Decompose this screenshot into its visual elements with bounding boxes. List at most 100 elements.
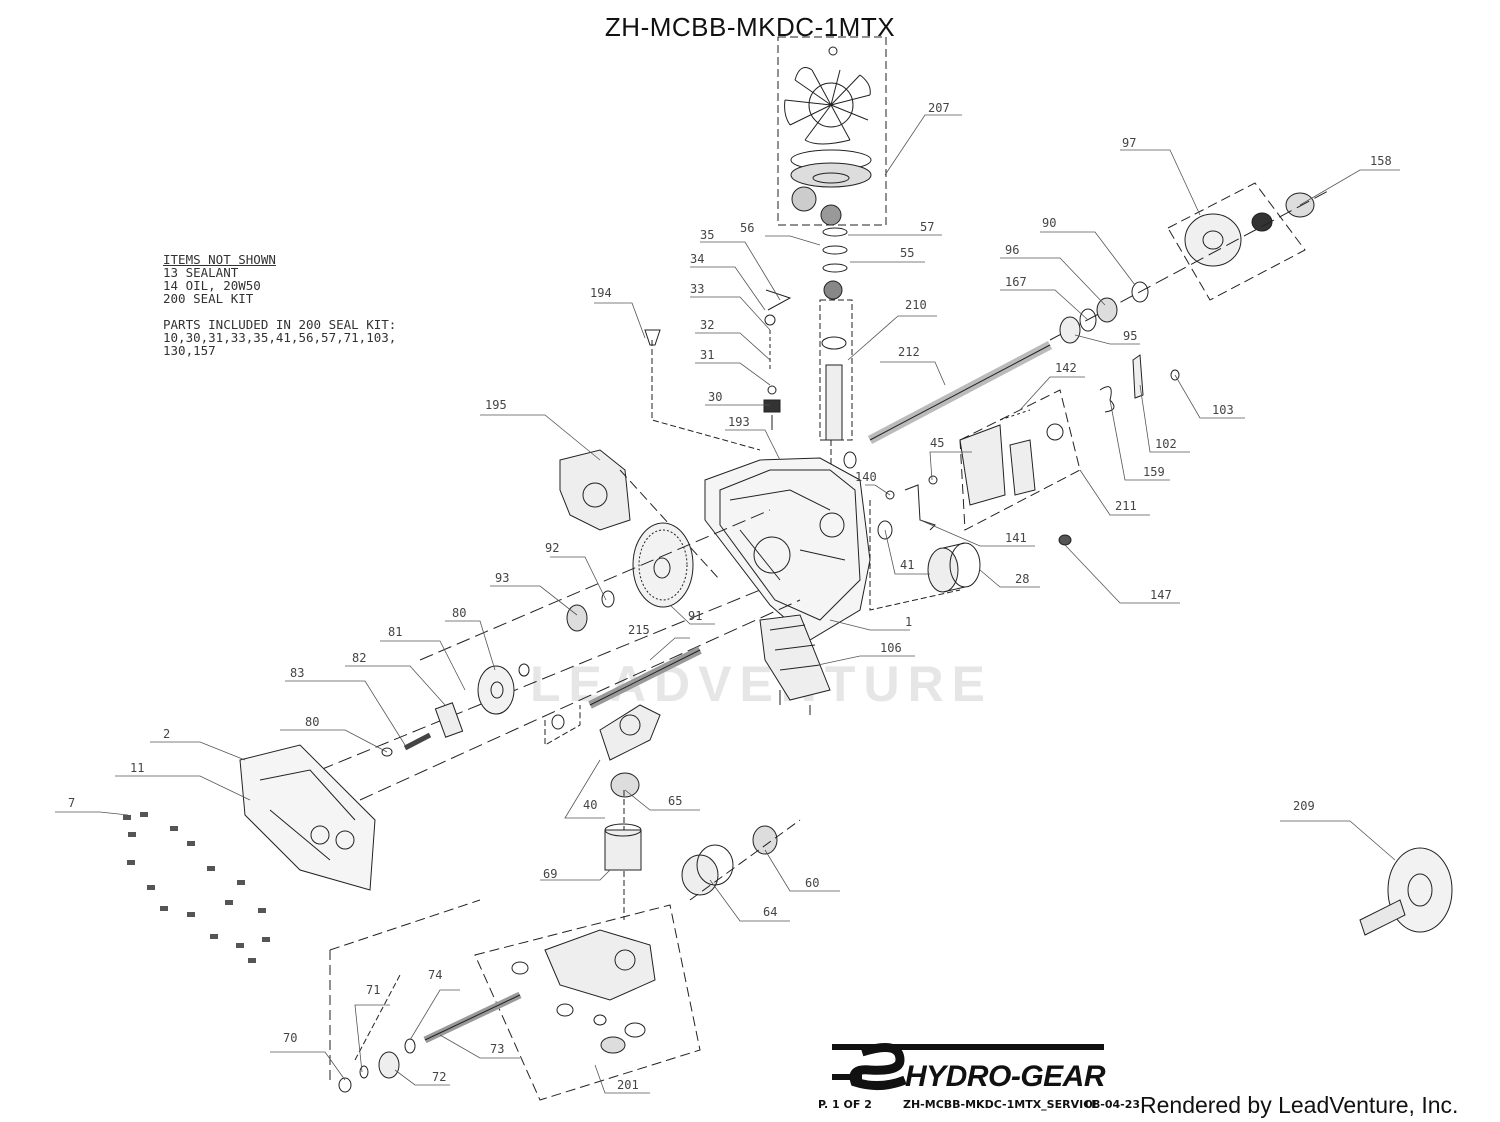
oil-filter-icon bbox=[927, 542, 981, 593]
callout-71: 71 bbox=[366, 983, 380, 997]
callout-55: 55 bbox=[900, 246, 914, 260]
control-arm-icon bbox=[1132, 354, 1144, 399]
bypass-box bbox=[959, 389, 1081, 531]
callout-106: 106 bbox=[880, 641, 902, 655]
seal-kit-line: 10,30,31,33,35,41,56,57,71,103, bbox=[163, 330, 397, 345]
spur-gear-icon bbox=[477, 665, 515, 715]
callout-102: 102 bbox=[1155, 437, 1177, 451]
cooling-fan-icon bbox=[784, 46, 871, 145]
callout-140: 140 bbox=[855, 470, 877, 484]
callout-32: 32 bbox=[700, 318, 714, 332]
callout-215: 215 bbox=[628, 623, 650, 637]
center-section-icon bbox=[544, 929, 656, 1001]
callout-82: 82 bbox=[352, 651, 366, 665]
callout-81: 81 bbox=[388, 625, 402, 639]
callout-28: 28 bbox=[1015, 572, 1029, 586]
callout-142: 142 bbox=[1055, 361, 1077, 375]
bull-gear-icon bbox=[632, 522, 694, 608]
seal-kit-line: 130,157 bbox=[163, 343, 216, 358]
callout-90: 90 bbox=[1042, 216, 1056, 230]
callout-45: 45 bbox=[930, 436, 944, 450]
callout-83: 83 bbox=[290, 666, 304, 680]
callout-7: 7 bbox=[68, 796, 75, 810]
callout-33: 33 bbox=[690, 282, 704, 296]
diagram-title: ZH-MCBB-MKDC-1MTX bbox=[604, 12, 896, 42]
callout-212: 212 bbox=[898, 345, 920, 359]
seal-kit-header: PARTS INCLUDED IN 200 SEAL KIT: bbox=[163, 317, 397, 332]
callout-74: 74 bbox=[428, 968, 442, 982]
note-line: 200 SEAL KIT bbox=[163, 291, 254, 306]
callout-93: 93 bbox=[495, 571, 509, 585]
callout-209: 209 bbox=[1293, 799, 1315, 813]
lower-cover-icon bbox=[759, 614, 831, 701]
callout-69: 69 bbox=[543, 867, 557, 881]
callout-70: 70 bbox=[283, 1031, 297, 1045]
callout-30: 30 bbox=[708, 390, 722, 404]
callout-40: 40 bbox=[583, 798, 597, 812]
callout-73: 73 bbox=[490, 1042, 504, 1056]
callout-60: 60 bbox=[805, 876, 819, 890]
callout-1: 1 bbox=[905, 615, 912, 629]
swashplate-icon bbox=[599, 704, 661, 761]
callout-2: 2 bbox=[163, 727, 170, 741]
callout-91: 91 bbox=[688, 609, 702, 623]
callout-31: 31 bbox=[700, 348, 714, 362]
callout-80-upper: 80 bbox=[452, 606, 466, 620]
hub-box bbox=[1167, 182, 1306, 301]
footer-page: P. 1 OF 2 bbox=[818, 1098, 872, 1111]
callout-92: 92 bbox=[545, 541, 559, 555]
callout-159: 159 bbox=[1143, 465, 1165, 479]
callout-57: 57 bbox=[920, 220, 934, 234]
footer-doc-id: ZH-MCBB-MKDC-1MTX_SERVICE bbox=[903, 1098, 1099, 1111]
cylinder-block-icon bbox=[604, 829, 642, 871]
callout-210: 210 bbox=[905, 298, 927, 312]
watermark: LEADVENTURE bbox=[530, 656, 994, 712]
callout-207: 207 bbox=[928, 101, 950, 115]
pulley-icon bbox=[790, 149, 872, 188]
axle-hub-icon bbox=[1359, 847, 1453, 936]
bolt-set-icon bbox=[123, 812, 270, 963]
callout-193: 193 bbox=[728, 415, 750, 429]
callout-56: 56 bbox=[740, 221, 754, 235]
callout-labels: 207 35 56 57 34 55 33 194 32 210 31 30 1… bbox=[68, 101, 1392, 1092]
notes-block: ITEMS NOT SHOWN 13 SEALANT 14 OIL, 20W50… bbox=[163, 253, 396, 357]
rendered-by-credit: Rendered by LeadVenture, Inc. bbox=[1140, 1092, 1459, 1118]
callout-211: 211 bbox=[1115, 499, 1137, 513]
callout-103: 103 bbox=[1212, 403, 1234, 417]
callout-11: 11 bbox=[130, 761, 144, 775]
bypass-plate-icon bbox=[959, 424, 1036, 506]
callout-64: 64 bbox=[763, 905, 777, 919]
callout-35: 35 bbox=[700, 228, 714, 242]
note-line: 13 SEALANT bbox=[163, 265, 239, 280]
hydro-gear-logo-mark bbox=[832, 1043, 1104, 1090]
gear-cover-icon bbox=[559, 449, 631, 531]
callout-80-lower: 80 bbox=[305, 715, 319, 729]
bypass-arm-icon bbox=[904, 484, 936, 531]
callout-147: 147 bbox=[1150, 588, 1172, 602]
wheel-hub-icon bbox=[1184, 213, 1242, 267]
fan-nut-icon bbox=[791, 186, 817, 212]
callout-97: 97 bbox=[1122, 136, 1136, 150]
motor-block-icon bbox=[681, 844, 734, 896]
input-nut-icon bbox=[820, 204, 842, 226]
callout-141: 141 bbox=[1005, 531, 1027, 545]
main-housing-icon bbox=[704, 457, 871, 641]
input-shaft-icon bbox=[825, 364, 843, 441]
note-line: 14 OIL, 20W50 bbox=[163, 278, 261, 293]
callout-65: 65 bbox=[668, 794, 682, 808]
breather-icon bbox=[644, 329, 661, 346]
pinion-icon bbox=[434, 702, 464, 738]
side-cover-icon bbox=[239, 744, 376, 891]
callout-96: 96 bbox=[1005, 243, 1019, 257]
callout-41: 41 bbox=[900, 558, 914, 572]
callout-194: 194 bbox=[590, 286, 612, 300]
center-section-box bbox=[474, 904, 701, 1101]
callout-72: 72 bbox=[432, 1070, 446, 1084]
callout-34: 34 bbox=[690, 252, 704, 266]
callout-95: 95 bbox=[1123, 329, 1137, 343]
callout-201: 201 bbox=[617, 1078, 639, 1092]
brand-logo-text: HYDRO-GEAR bbox=[905, 1060, 1106, 1093]
callout-167: 167 bbox=[1005, 275, 1027, 289]
